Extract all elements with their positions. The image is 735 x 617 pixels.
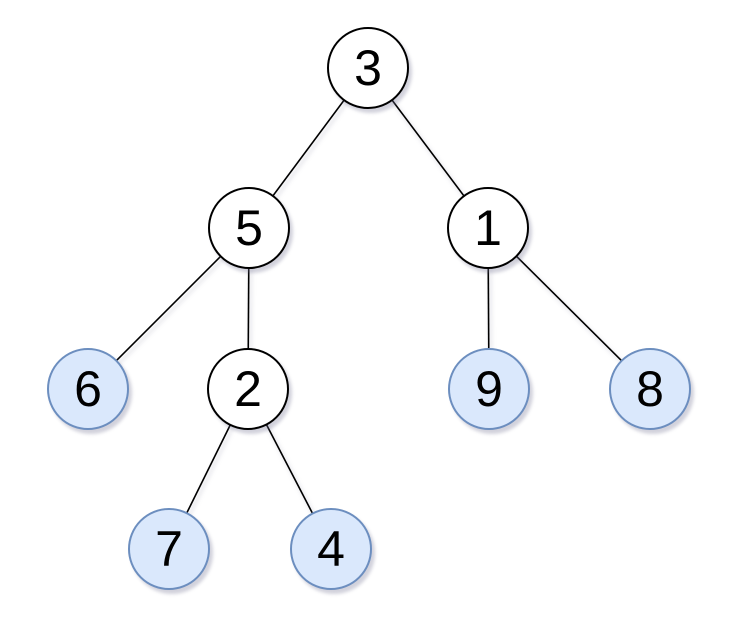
tree-node-9: 9 — [448, 348, 530, 430]
tree-node-label: 6 — [74, 361, 102, 417]
tree-node-label: 1 — [474, 200, 502, 256]
tree-node-8: 8 — [609, 348, 691, 430]
tree-node-2: 2 — [207, 348, 289, 430]
tree-node-label: 5 — [235, 200, 263, 256]
tree-node-label: 3 — [354, 40, 382, 96]
tree-node-5: 5 — [208, 187, 290, 269]
tree-node-label: 8 — [636, 361, 664, 417]
tree-node-1: 1 — [447, 187, 529, 269]
tree-node-7: 7 — [128, 508, 210, 590]
tree-node-label: 7 — [155, 521, 183, 577]
tree-node-label: 9 — [475, 361, 503, 417]
tree-node-4: 4 — [290, 508, 372, 590]
tree-node-3: 3 — [327, 27, 409, 109]
tree-node-6: 6 — [47, 348, 129, 430]
tree-node-label: 4 — [317, 521, 345, 577]
tree-node-label: 2 — [234, 361, 262, 417]
